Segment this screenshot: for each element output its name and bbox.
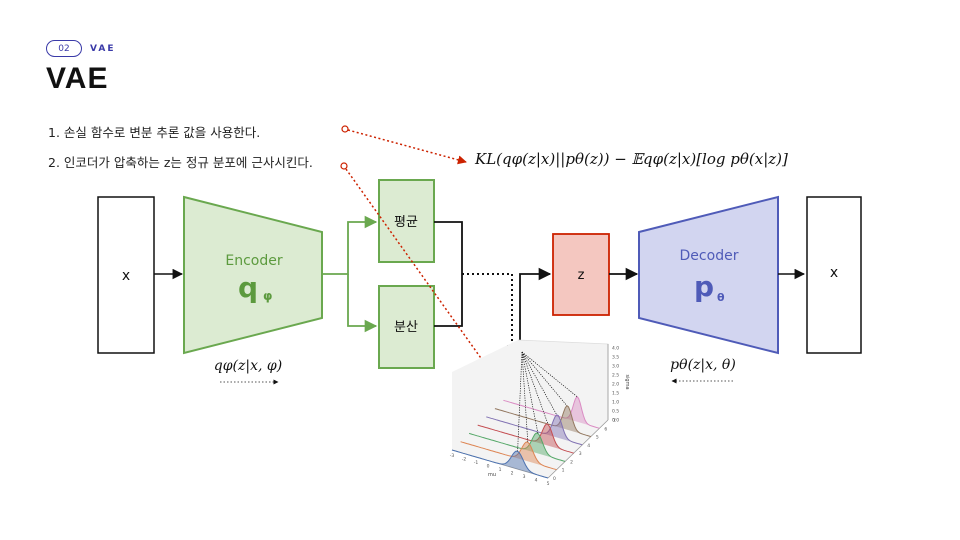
distribution-curve-2 (468, 432, 566, 462)
plot-depth-tick: 1 (562, 468, 565, 474)
plot-x-tick: -3 (450, 453, 455, 459)
z-label: z (578, 268, 585, 283)
plot-x-tick: 2 (511, 471, 514, 477)
arrow-encoder-variance (347, 274, 378, 333)
decoder-formula: pθ(z|x, θ) (670, 357, 736, 373)
output-box (806, 196, 862, 354)
plot-z-tick: 2.0 (612, 382, 619, 388)
plot-depth-tick: 2 (570, 459, 573, 465)
plot-depth-tick: 4 (587, 443, 590, 449)
plot-background (452, 340, 608, 478)
encoder-formula: qφ(z|x, φ) (214, 358, 282, 374)
arrow-to-z (519, 267, 552, 354)
slide-title: VAE (46, 62, 109, 95)
plot-depth-tick: 6 (604, 426, 607, 432)
plot-depth-tick: 5 (596, 435, 599, 441)
plot-x-axis-label: mu (488, 472, 496, 478)
input-box (97, 196, 155, 354)
plot-z-tick: 2.5 (612, 373, 619, 379)
plot-depth-tick: 7 (613, 418, 616, 424)
plot-z-tick: 3.0 (612, 364, 619, 370)
plot-depth-tick: 3 (579, 451, 582, 457)
annotation-arrow-normal (345, 168, 494, 376)
encoder-title: Encoder (225, 253, 282, 269)
decoder-subscript: θ (717, 291, 725, 304)
plot-x-tick: -2 (462, 457, 467, 463)
bullet1-anchor-dot (341, 125, 349, 133)
sample-line-1 (521, 351, 568, 406)
distribution-curve-1 (460, 441, 557, 471)
encoder-block (183, 195, 323, 355)
plot-x-tick: 4 (535, 478, 538, 484)
distribution-curve-5 (494, 405, 592, 438)
mean-box (378, 179, 435, 263)
distribution-curve-4 (486, 414, 583, 446)
loss-formula: KL(qφ(z|x)||pθ(z)) − 𝔼qφ(z|x)[log pθ(x|z… (475, 150, 788, 168)
plot-x-tick: -1 (474, 460, 479, 466)
plot-z-tick: 1.0 (612, 400, 619, 406)
section-number-badge: 02 (46, 40, 82, 57)
decoder-title: Decoder (680, 248, 739, 264)
distribution-area-3 (477, 423, 574, 454)
plot-x-tick: 5 (547, 481, 550, 487)
distribution-area-5 (494, 405, 591, 437)
encoder-symbol: q (238, 271, 258, 304)
variance-label: 분산 (394, 320, 418, 335)
distribution-area-4 (486, 414, 583, 445)
variance-box (378, 285, 435, 369)
sampling-bracket (434, 221, 463, 327)
plot-depth-tick: 0 (553, 476, 556, 482)
plot-x-tick: 0 (487, 464, 490, 470)
plot-z-tick: 1.5 (612, 391, 619, 397)
input-label: x (122, 268, 130, 284)
encoder-subscript: φ (263, 289, 272, 303)
output-label: x (830, 265, 838, 281)
plot-z-tick: 3.5 (612, 355, 619, 361)
decoder-block (638, 195, 779, 355)
arrow-encoder-mean (322, 215, 378, 275)
section-header: 02 VAE (46, 40, 115, 57)
distribution-curve-3 (477, 423, 574, 454)
sample-line-5 (521, 351, 529, 443)
plot-z-tick: 4.0 (612, 346, 619, 352)
bullet-loss-function: 1. 손실 함수로 변분 추론 값을 사용한다. (48, 125, 261, 140)
annotation-arrow-loss (347, 129, 467, 165)
plot-depth-axis (547, 419, 609, 479)
distribution-curve-0 (451, 449, 549, 479)
sample-line-3 (521, 351, 549, 425)
bullet-normal-approximation: 2. 인코더가 압축하는 z는 정규 분포에 근사시킨다. (48, 155, 313, 170)
plot-x-tick: 3 (523, 474, 526, 480)
gaussian-3d-plot: -3-2-1012345012345670.00.51.01.52.02.53.… (450, 339, 630, 487)
plot-z-tick: 0.0 (612, 418, 619, 424)
sample-line-4 (521, 351, 539, 434)
distribution-area-6 (503, 396, 600, 429)
section-name: VAE (90, 43, 116, 54)
bullet2-anchor-dot (340, 162, 348, 170)
decoder-symbol: p (694, 270, 714, 303)
plot-z-axis-label: sigma (624, 374, 630, 389)
sample-line-6 (517, 351, 523, 452)
plot-x-tick: 1 (499, 467, 502, 473)
plot-z-tick: 0.5 (612, 409, 619, 415)
mean-label: 평균 (394, 215, 418, 230)
